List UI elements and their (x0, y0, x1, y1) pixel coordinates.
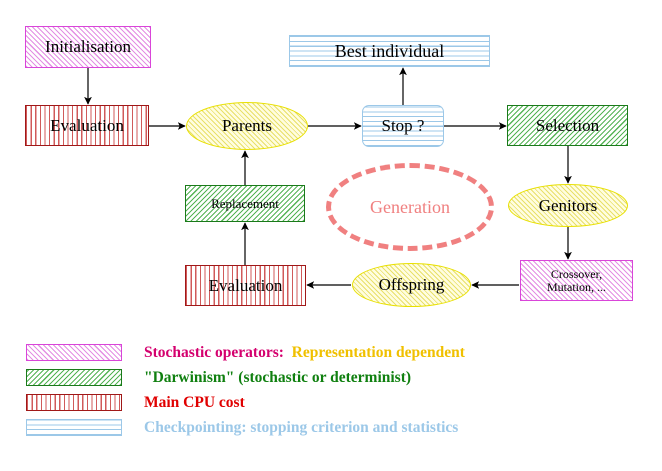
node-replacement: Replacement (185, 185, 305, 222)
legend-swatch-red (26, 394, 122, 411)
legend-label: Stochastic operators: Representation dep… (144, 344, 465, 362)
legend-row: Main CPU cost (0, 390, 662, 415)
node-best_individual: Best individual (289, 35, 490, 67)
node-label: Evaluation (208, 275, 283, 295)
node-label: Genitors (538, 195, 598, 215)
node-label: Initialisation (45, 37, 131, 57)
legend-text-segment: Representation dependent (283, 343, 465, 361)
node-label: Stop ? (381, 116, 425, 136)
node-label: Crossover,Mutation, ... (547, 266, 606, 294)
legend-row: Checkpointing: stopping criterion and st… (0, 415, 662, 440)
node-genitors: Genitors (508, 184, 628, 227)
node-label: Replacement (211, 195, 279, 211)
legend-label: Main CPU cost (144, 394, 245, 412)
legend-swatch-magenta (26, 344, 122, 361)
legend-swatch-blue (26, 419, 122, 436)
legend-row: Stochastic operators: Representation dep… (0, 340, 662, 365)
node-label: Evaluation (50, 115, 124, 135)
legend-text-segment: "Darwinism" (stochastic or determinist) (144, 368, 412, 386)
node-label: Offspring (378, 275, 445, 295)
legend-text-segment: Checkpointing: stopping criterion and st… (144, 418, 459, 436)
node-label: Selection (535, 115, 600, 135)
node-label: Best individual (334, 40, 445, 61)
node-label: Parents (221, 116, 273, 136)
node-evaluation_top: Evaluation (25, 105, 149, 146)
legend-row: "Darwinism" (stochastic or determinist) (0, 365, 662, 390)
node-initialisation: Initialisation (25, 26, 151, 68)
legend-swatch-green (26, 369, 122, 386)
legend-label: "Darwinism" (stochastic or determinist) (144, 369, 411, 387)
node-offspring: Offspring (352, 263, 471, 307)
legend-text-segment: Main CPU cost (144, 393, 245, 411)
generation-label: Generation (370, 196, 450, 217)
legend-text-segment: Stochastic operators: (144, 343, 284, 361)
node-evaluation_bottom: Evaluation (185, 265, 306, 306)
node-stop: Stop ? (362, 105, 444, 147)
node-selection: Selection (507, 105, 628, 146)
generation-ellipse: Generation (326, 163, 494, 251)
legend: Stochastic operators: Representation dep… (0, 340, 662, 440)
node-crossover: Crossover,Mutation, ... (520, 260, 633, 301)
node-parents: Parents (186, 102, 308, 150)
legend-label: Checkpointing: stopping criterion and st… (144, 419, 458, 437)
